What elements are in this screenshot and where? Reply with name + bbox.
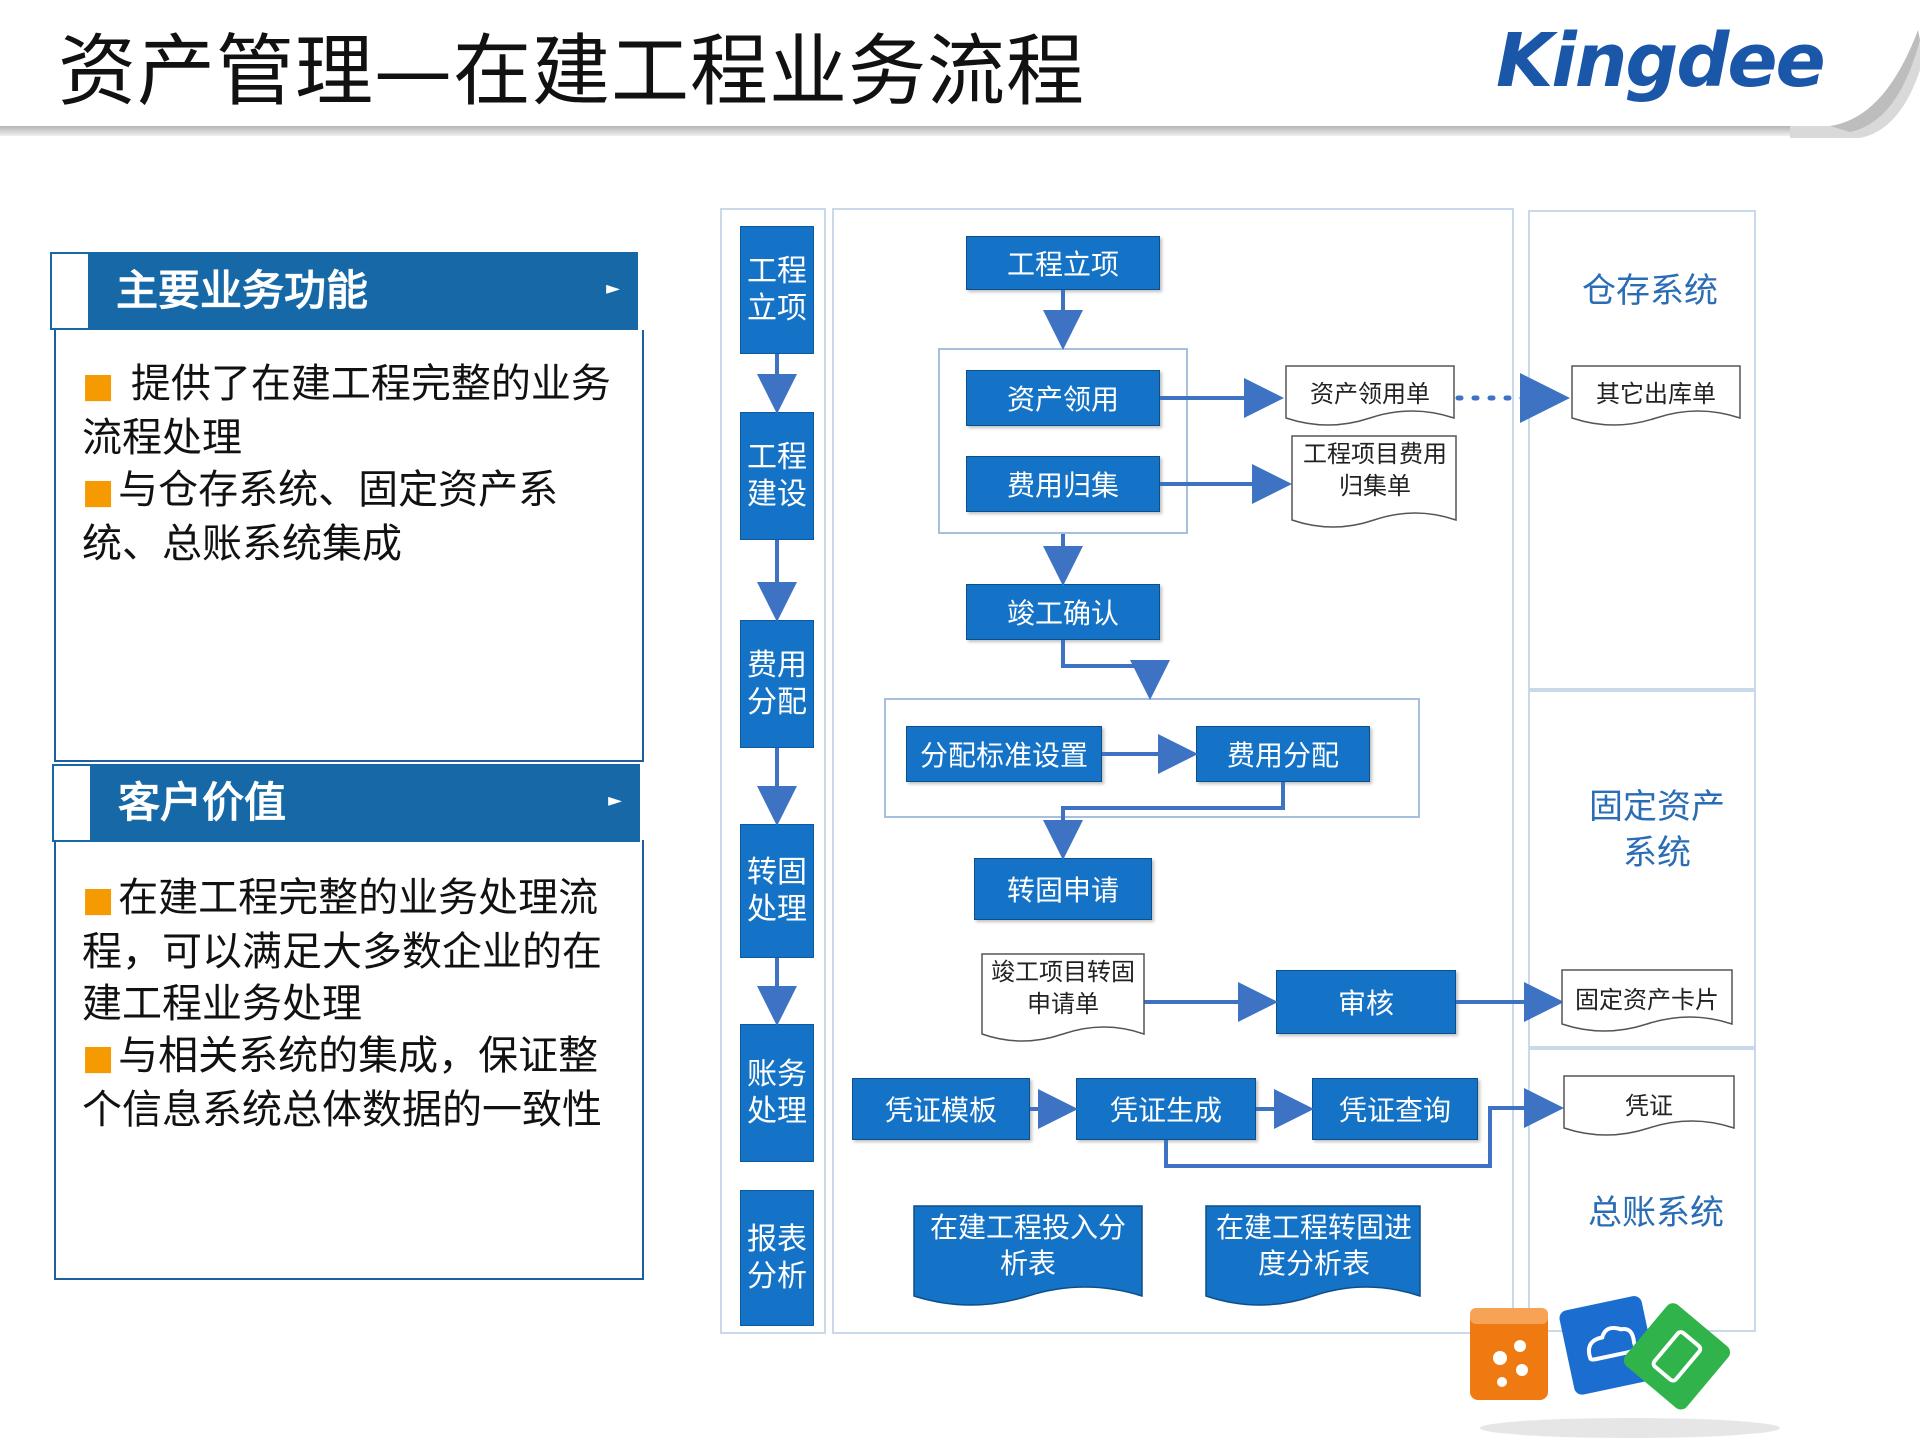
system-fixed-asset: 固定资产系统 [1589,787,1725,873]
value-text: ■在建工程完整的业务处理流程，可以满足大多数企业的在建工程业务处理 ■与相关系统… [82,872,622,1136]
value-panel [54,840,644,1280]
doc-report-progress [1205,1205,1421,1306]
flow-arrow [1043,782,1285,860]
doc-other-outbound [1571,365,1741,426]
functions-panel-header[interactable]: 主要业务功能 ► [50,252,638,330]
network-icon [1493,1340,1528,1387]
doc-asset-requisition [1285,365,1455,426]
bullet-square-icon: ■ [82,1038,115,1078]
process-project-setup[interactable]: 工程立项 [966,236,1160,290]
doc-transfer-apply [981,953,1145,1042]
stage-construction[interactable]: 工程建设 [740,412,814,540]
doc-cost-collection-label: 工程项目费用归集单 [1303,440,1447,500]
process-audit[interactable]: 审核 [1276,970,1456,1034]
doc-report-input [913,1205,1143,1306]
process-cost-collection[interactable]: 费用归集 [966,456,1160,512]
functions-heading: 主要业务功能 [116,266,369,315]
process-cost-allocation[interactable]: 费用分配 [1196,726,1370,782]
doc-other-outbound-label: 其它出库单 [1596,380,1716,408]
panel-header-tab [52,764,92,842]
bullet-square-icon: ■ [82,880,115,920]
stage-cost-allocation[interactable]: 费用分配 [740,620,814,748]
value-heading: 客户价值 [118,778,287,827]
stage-project-setup[interactable]: 工程立项 [740,226,814,354]
expand-arrow-icon[interactable]: ► [606,278,620,299]
bullet-square-icon: ■ [82,472,115,512]
doc-fixed-asset-card [1561,969,1733,1032]
page-title: 资产管理—在建工程业务流程 [58,27,1086,117]
flow-arrow [1061,640,1170,700]
header-divider [0,126,1800,136]
process-transfer-apply[interactable]: 转固申请 [974,858,1152,920]
warehouse-system-lane [1528,210,1756,690]
functions-text: ■ 提供了在建工程完整的业务流程处理 ■与仓存系统、固定资产系统、总账系统集成 [82,358,622,570]
product-cubes-decoration [1470,1296,1780,1438]
report-progress-label[interactable]: 在建工程转固进度分析表 [1215,1211,1412,1280]
functions-item: ■ 提供了在建工程完整的业务流程处理 [82,361,611,461]
bullet-square-icon: ■ [82,366,115,406]
panel-header-tab [50,252,90,330]
functions-item: ■与仓存系统、固定资产系统、总账系统集成 [82,467,559,567]
doc-cost-collection [1291,435,1457,528]
stage-lane [720,208,826,1334]
expand-arrow-icon[interactable]: ► [608,790,622,811]
system-general-ledger: 总账系统 [1588,1193,1724,1233]
process-voucher-template[interactable]: 凭证模板 [852,1078,1030,1140]
doc-voucher-label: 凭证 [1625,1092,1673,1120]
system-warehouse: 仓存系统 [1582,271,1718,311]
doc-voucher [1563,1075,1735,1136]
value-item: ■与相关系统的集成，保证整个信息系统总体数据的一致性 [82,1033,602,1133]
process-voucher-query[interactable]: 凭证查询 [1312,1078,1478,1140]
process-asset-requisition[interactable]: 资产领用 [966,370,1160,426]
report-input-label[interactable]: 在建工程投入分析表 [929,1211,1126,1280]
value-item: ■在建工程完整的业务处理流程，可以满足大多数企业的在建工程业务处理 [82,875,602,1027]
process-voucher-generate[interactable]: 凭证生成 [1076,1078,1256,1140]
functions-panel [54,330,644,762]
kingdee-logo: Kingdee [1496,18,1826,104]
fixed-asset-system-lane [1528,690,1756,1048]
phone-icon [1651,1330,1703,1383]
page-curl-decoration [1790,30,1920,138]
doc-transfer-apply-label: 竣工项目转固申请单 [991,958,1135,1018]
process-allocation-standard[interactable]: 分配标准设置 [906,726,1102,782]
process-lane [832,208,1514,1334]
process-completion-confirm[interactable]: 竣工确认 [966,584,1160,640]
stage-accounting[interactable]: 账务处理 [740,1024,814,1162]
stage-report[interactable]: 报表分析 [740,1190,814,1326]
cloud-icon [1586,1325,1638,1362]
doc-asset-requisition-label: 资产领用单 [1310,380,1430,408]
value-panel-header[interactable]: 客户价值 ► [52,764,640,842]
doc-fixed-asset-card-label: 固定资产卡片 [1575,986,1719,1014]
flow-arrow [1164,1088,1564,1168]
